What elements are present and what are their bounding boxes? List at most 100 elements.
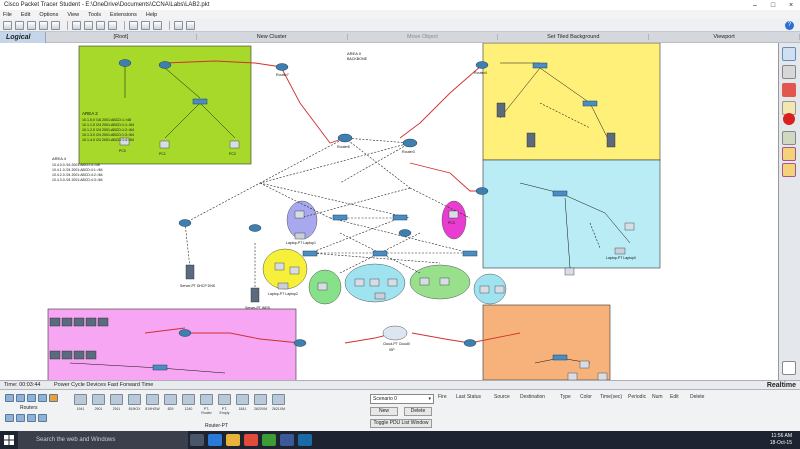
menu-extensions[interactable]: Extensions (110, 11, 137, 18)
server-rack-icon[interactable] (49, 350, 61, 360)
switch-icon[interactable] (192, 98, 208, 105)
start-button[interactable] (0, 431, 18, 449)
laptop0-icon[interactable] (614, 247, 626, 255)
device-model-819iox[interactable] (128, 394, 141, 405)
draw-ellipse-icon[interactable] (783, 113, 795, 125)
device-model-829[interactable] (164, 394, 177, 405)
task-view-icon[interactable] (190, 434, 204, 446)
router-icon[interactable] (248, 224, 262, 232)
save-icon[interactable] (27, 20, 36, 30)
dhcp-server-icon[interactable] (185, 264, 195, 280)
server-icon[interactable] (526, 132, 536, 148)
switch-icon[interactable] (532, 62, 548, 69)
toggle-pdu-list-button[interactable]: Toggle PDU List Window (370, 419, 432, 428)
router-icon[interactable] (178, 219, 192, 227)
realtime-clock-icon[interactable] (782, 361, 796, 375)
maximize-button[interactable]: □ (770, 1, 776, 9)
laptop1-icon[interactable] (294, 232, 306, 240)
cloud-icon[interactable] (382, 325, 408, 341)
menu-file[interactable]: File (3, 11, 12, 18)
switch-icon[interactable] (552, 190, 568, 197)
device-model-2901[interactable] (92, 394, 105, 405)
palette-icon[interactable] (174, 20, 183, 30)
pc-icon[interactable] (624, 222, 635, 231)
store-icon[interactable] (262, 434, 276, 446)
device-model-1941[interactable] (74, 394, 87, 405)
undo-icon[interactable] (96, 20, 105, 30)
switch-icon[interactable] (332, 214, 348, 221)
router-icon[interactable] (178, 329, 192, 337)
server-icon[interactable] (496, 102, 506, 118)
device-model-1240[interactable] (182, 394, 195, 405)
router-icon[interactable] (398, 229, 412, 237)
open-file-icon[interactable] (15, 20, 24, 30)
pc-icon[interactable] (289, 266, 300, 275)
zoom-reset-icon[interactable] (141, 20, 150, 30)
move-object-button[interactable]: Move Object (348, 34, 499, 40)
pc-icon[interactable] (597, 372, 608, 380)
switch-icon[interactable] (392, 214, 408, 221)
pc-icon[interactable] (387, 278, 398, 287)
delete-icon[interactable] (782, 83, 796, 97)
custom-devices-category-icon[interactable] (27, 414, 36, 422)
device-model-2911[interactable] (110, 394, 123, 405)
new-cluster-button[interactable]: New Cluster (197, 34, 348, 40)
pc-icon[interactable] (274, 262, 285, 271)
pc-icon[interactable] (229, 140, 240, 149)
web-server-icon[interactable] (250, 287, 260, 303)
pc-icon[interactable] (448, 210, 459, 219)
menu-options[interactable]: Options (39, 11, 59, 18)
router-icon[interactable] (475, 187, 489, 195)
logical-tab[interactable]: Logical (0, 31, 46, 43)
connections-category-icon[interactable] (49, 394, 58, 402)
add-simple-pdu-icon[interactable] (782, 147, 796, 161)
device-model-2620xm[interactable] (254, 394, 267, 405)
facebook-icon[interactable] (280, 434, 294, 446)
server-rack-icon[interactable] (85, 350, 97, 360)
routers-category-icon[interactable] (5, 394, 14, 402)
root-button[interactable]: [Root] (46, 34, 197, 40)
file-explorer-icon[interactable] (226, 434, 240, 446)
delete-scenario-button[interactable]: Delete (404, 407, 432, 416)
pc-icon[interactable] (564, 267, 575, 276)
pc-icon[interactable] (317, 282, 328, 291)
server-rack-icon[interactable] (85, 317, 97, 327)
pc-icon[interactable] (479, 285, 490, 294)
select-icon[interactable] (782, 47, 796, 61)
pc-icon[interactable] (494, 285, 505, 294)
logical-workspace[interactable]: AREA 2 10.1.0.0 /16 2001:ABCD:1::/48 10.… (0, 43, 779, 380)
switches-category-icon[interactable] (16, 394, 25, 402)
wan-emulation-category-icon[interactable] (16, 414, 25, 422)
zoom-in-icon[interactable] (129, 20, 138, 30)
router7-icon[interactable] (275, 63, 289, 71)
server-rack-icon[interactable] (49, 317, 61, 327)
help-icon[interactable]: ? (785, 20, 794, 30)
pc-icon[interactable] (567, 372, 578, 380)
switch-icon[interactable] (302, 250, 318, 257)
copy-icon[interactable] (72, 20, 81, 30)
pc-icon[interactable] (369, 278, 380, 287)
switch-icon[interactable] (552, 354, 568, 361)
switch-icon[interactable] (372, 250, 388, 257)
server-rack-icon[interactable] (73, 317, 85, 327)
taskbar-search-input[interactable]: Search the web and Windows (18, 431, 188, 449)
device-model-2621xm[interactable] (272, 394, 285, 405)
viewport-button[interactable]: Viewport (649, 34, 800, 40)
add-complex-pdu-icon[interactable] (782, 163, 796, 177)
server-rack-icon[interactable] (73, 350, 85, 360)
menu-tools[interactable]: Tools (88, 11, 101, 18)
hubs-category-icon[interactable] (27, 394, 36, 402)
activity-wizard-icon[interactable] (51, 20, 60, 30)
multiuser-category-icon[interactable] (38, 414, 47, 422)
time-controls[interactable]: Power Cycle Devices Fast Forward Time (54, 382, 154, 388)
router-icon[interactable] (158, 61, 172, 69)
laptop-icon[interactable] (374, 292, 386, 300)
laptop2-icon[interactable] (277, 282, 289, 290)
device-model-819hgw[interactable] (146, 394, 159, 405)
router5-icon[interactable] (337, 133, 353, 143)
pc-icon[interactable] (439, 277, 450, 286)
pc-icon[interactable] (419, 277, 430, 286)
end-devices-category-icon[interactable] (5, 414, 14, 422)
switch-icon[interactable] (582, 100, 598, 107)
scenario-select[interactable]: Scenario 0▾ (370, 394, 434, 404)
